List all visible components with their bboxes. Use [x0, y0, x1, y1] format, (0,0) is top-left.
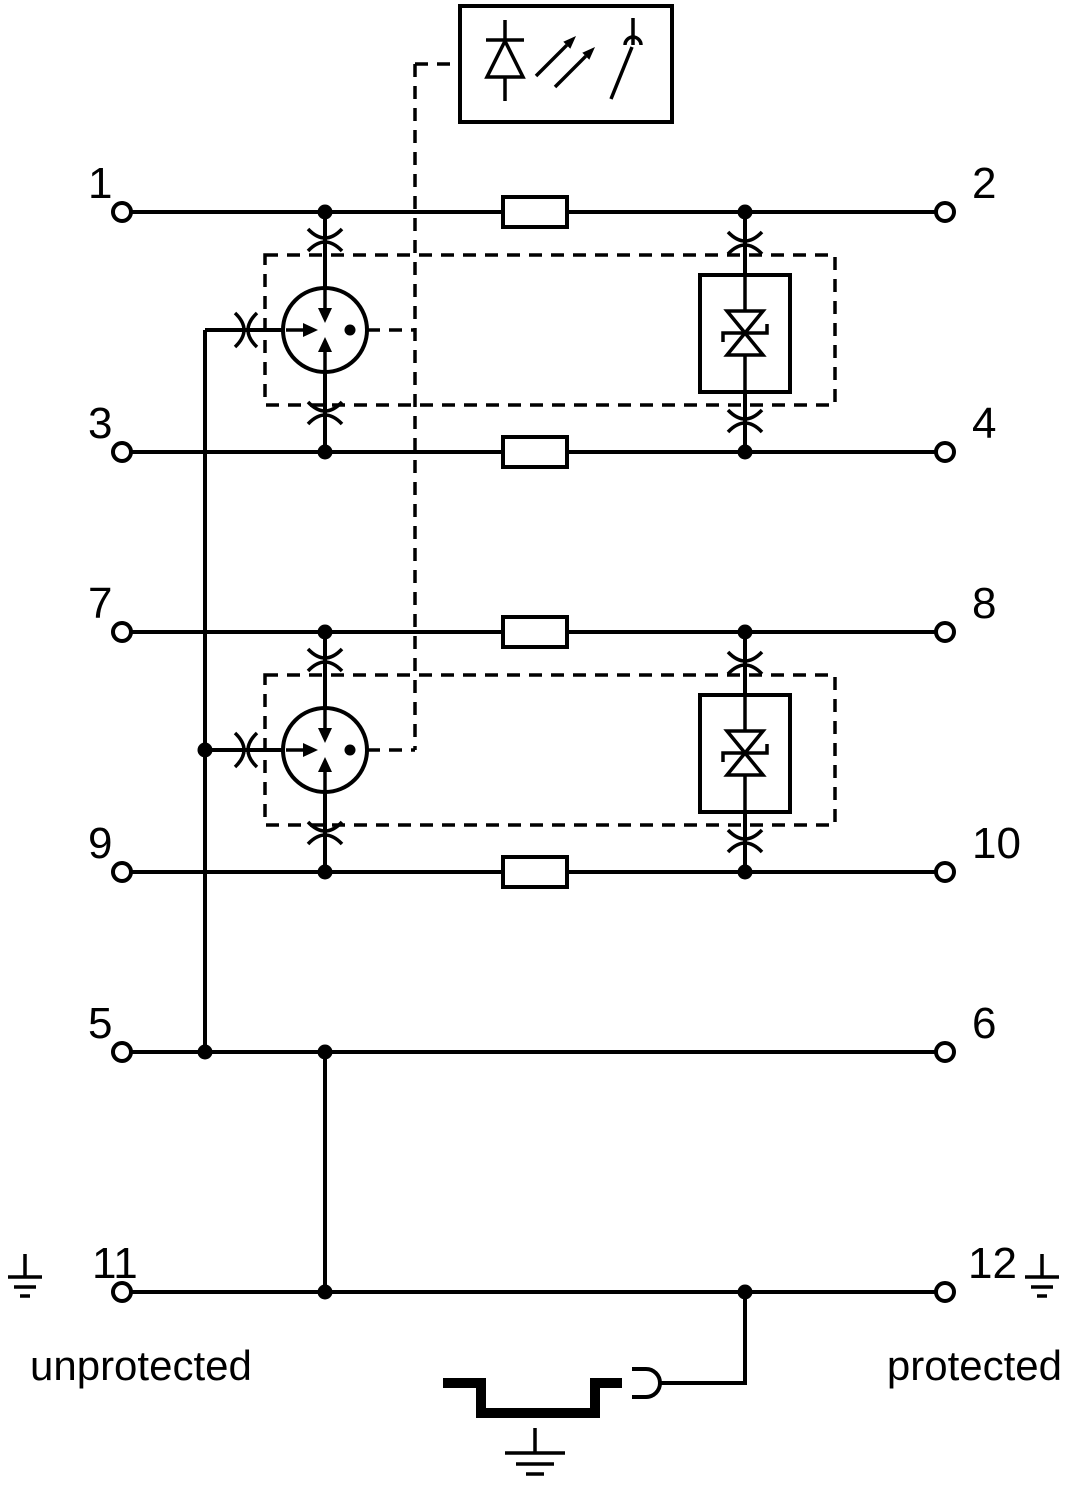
terminal-1	[111, 201, 133, 223]
terminal-2	[934, 201, 956, 223]
terminal-label-11: 11	[92, 1239, 138, 1288]
terminal-label-12: 12	[968, 1239, 1017, 1288]
terminal-5	[111, 1041, 133, 1063]
terminal-label-5: 5	[88, 999, 112, 1048]
terminal-4	[934, 441, 956, 463]
internal-wiring	[203, 212, 747, 1385]
terminal-10	[934, 861, 956, 883]
terminal-8	[934, 621, 956, 643]
resistor-icon	[501, 195, 569, 229]
resistor-icon	[501, 435, 569, 469]
resistor-icon	[501, 615, 569, 649]
rail-clamp-icon	[632, 1367, 662, 1399]
gas-discharge-tube-icon-1	[281, 286, 369, 374]
terminal-6	[934, 1041, 956, 1063]
status-indicator-box	[458, 4, 674, 124]
terminal-12	[934, 1281, 956, 1303]
earth-to-rail-wire	[660, 1292, 747, 1385]
remote-signal-arrows-icon	[534, 36, 595, 89]
junction-dots	[197, 204, 753, 1300]
din-rail-icon	[443, 1378, 622, 1418]
terminal-label-4: 4	[972, 399, 996, 448]
unprotected-label: unprotected	[30, 1342, 252, 1389]
terminal-label-1: 1	[88, 159, 112, 208]
terminal-label-2: 2	[972, 159, 996, 208]
ground-icon-bottom	[505, 1428, 565, 1476]
terminal-11	[111, 1281, 133, 1303]
terminal-label-7: 7	[88, 579, 112, 628]
terminal-9	[111, 861, 133, 883]
remote-signalling-contact-icon	[609, 18, 643, 100]
terminals	[111, 201, 956, 1303]
terminal-7	[111, 621, 133, 643]
terminal-label-10: 10	[972, 819, 1021, 868]
terminal-label-6: 6	[972, 999, 996, 1048]
terminal-label-3: 3	[88, 399, 112, 448]
protected-label: protected	[887, 1342, 1062, 1389]
gas-discharge-tube-icon-2	[281, 706, 369, 794]
led-icon	[484, 20, 526, 101]
terminal-label-9: 9	[88, 819, 112, 868]
resistor-icon	[501, 855, 569, 889]
ground-icon-left	[8, 1254, 42, 1298]
monitoring-dashed-links	[367, 62, 460, 752]
terminal-3	[111, 441, 133, 463]
terminal-labels: 1 2 3 4 7 8 9 10 5 6 11 12	[88, 159, 1021, 1288]
terminal-label-8: 8	[972, 579, 996, 628]
ground-icon-right	[1025, 1254, 1059, 1298]
suppressor-diode-icon-2	[698, 693, 792, 814]
decoupling-resistors	[501, 195, 569, 889]
suppressor-diode-icon-1	[698, 273, 792, 394]
